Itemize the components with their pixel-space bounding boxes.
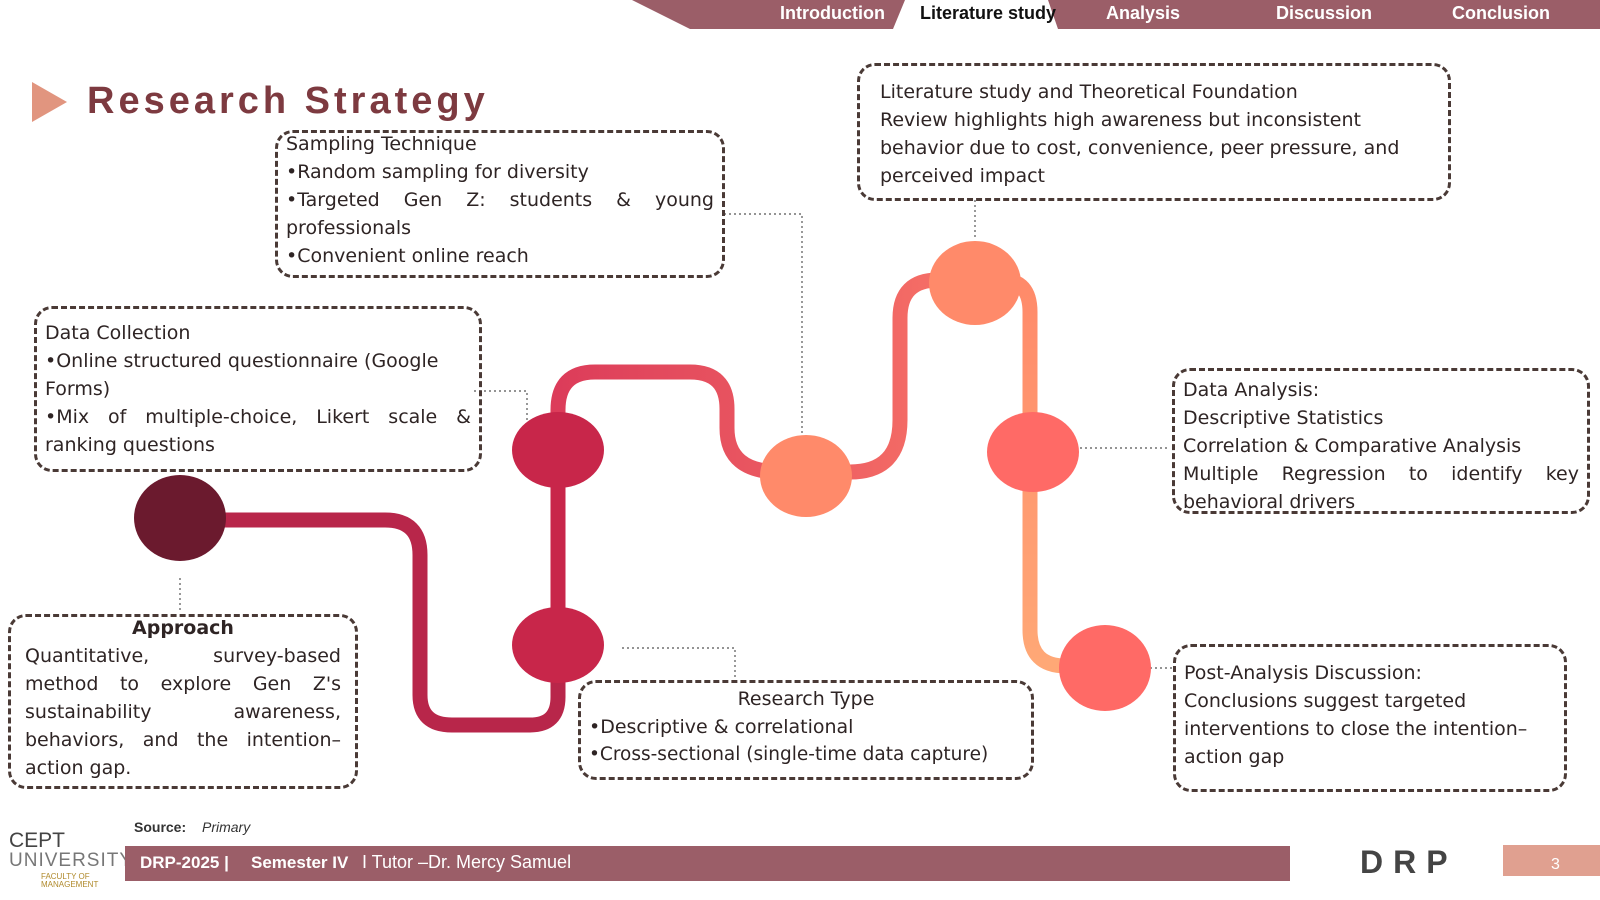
sampling-heading: Sampling Technique — [286, 133, 477, 155]
path-segment-3 — [550, 272, 946, 480]
box-literature-study: Literature study and Theoretical Foundat… — [857, 63, 1451, 201]
approach-heading: Approach — [132, 617, 234, 639]
title-arrow-icon — [32, 82, 67, 122]
research-type-heading: Research Type — [737, 688, 875, 710]
page-title: Research Strategy — [87, 80, 489, 122]
literature-body: Review highlights high awareness but inc… — [880, 109, 1400, 187]
source-value: Primary — [202, 819, 251, 835]
research-type-line-1: •Descriptive & correlational — [589, 716, 854, 738]
node-data-collection — [512, 412, 604, 488]
page-number-box — [1503, 845, 1600, 876]
post-analysis-body: Conclusions suggest targeted interventio… — [1184, 690, 1528, 768]
approach-body: Quantitative, survey-based method to exp… — [25, 645, 341, 779]
logo-faculty: FACULTY OF MANAGEMENT — [41, 872, 99, 889]
drp-mark: DRP — [1360, 844, 1458, 880]
source-label: Source: — [134, 819, 187, 835]
nav-tab-analysis[interactable]: Analysis — [1106, 3, 1181, 23]
data-analysis-line-2: Correlation & Comparative Analysis — [1183, 435, 1522, 457]
connector-sampling — [724, 213, 803, 448]
logo-cept: CEPT — [9, 829, 66, 852]
data-analysis-line-3: Multiple Regression to identify key beha… — [1183, 463, 1579, 513]
box-research-type: Research Type •Descriptive & correlation… — [578, 680, 1034, 780]
data-analysis-line-1: Descriptive Statistics — [1183, 407, 1384, 429]
node-literature — [929, 241, 1021, 325]
node-research-type — [512, 607, 604, 683]
box-data-analysis: Data Analysis: Descriptive Statistics Co… — [1172, 368, 1590, 514]
footer-course: DRP-2025 | — [140, 853, 229, 872]
data-collection-heading: Data Collection — [45, 322, 191, 344]
footer-tutor: I Tutor –Dr. Mercy Samuel — [362, 852, 572, 872]
top-navigation: Introduction Literature study Analysis D… — [0, 0, 1600, 29]
box-approach: Approach Quantitative, survey-based meth… — [8, 614, 358, 789]
nav-tab-discussion[interactable]: Discussion — [1276, 3, 1373, 23]
research-type-line-2: •Cross-sectional (single-time data captu… — [589, 744, 989, 765]
box-post-analysis: Post-Analysis Discussion: Conclusions su… — [1173, 644, 1567, 792]
data-analysis-heading: Data Analysis: — [1183, 379, 1320, 401]
connector-research-type — [622, 647, 736, 678]
path-segment-1 — [172, 512, 566, 733]
node-sampling — [760, 435, 852, 517]
box-data-collection: Data Collection •Online structured quest… — [34, 306, 482, 472]
post-analysis-heading: Post-Analysis Discussion: — [1184, 662, 1422, 684]
sampling-line-3: •Convenient online reach — [286, 245, 529, 267]
node-data-analysis — [987, 412, 1079, 492]
data-collection-line-2: •Mix of multiple-choice, Likert scale & … — [45, 406, 471, 456]
sampling-line-2: •Targeted Gen Z: students & young profes… — [286, 189, 714, 239]
nav-bar-shape — [632, 0, 1600, 29]
footer-semester: Semester IV — [251, 853, 349, 872]
logo-university: UNIVERSITY — [9, 850, 134, 871]
nav-tab-conclusion[interactable]: Conclusion — [1452, 3, 1550, 23]
data-collection-line-1: •Online structured questionnaire (Google… — [45, 350, 439, 400]
node-post-analysis — [1059, 625, 1151, 711]
box-sampling-technique: Sampling Technique •Random sampling for … — [275, 130, 725, 278]
page-number: 3 — [1551, 856, 1560, 873]
sampling-line-1: •Random sampling for diversity — [286, 161, 589, 183]
footer-bar — [125, 846, 1290, 881]
literature-heading: Literature study and Theoretical Foundat… — [880, 81, 1298, 103]
nav-tab-literature-study[interactable]: Literature study — [920, 3, 1057, 23]
nav-tab-introduction[interactable]: Introduction — [780, 3, 885, 23]
node-approach — [134, 475, 226, 561]
